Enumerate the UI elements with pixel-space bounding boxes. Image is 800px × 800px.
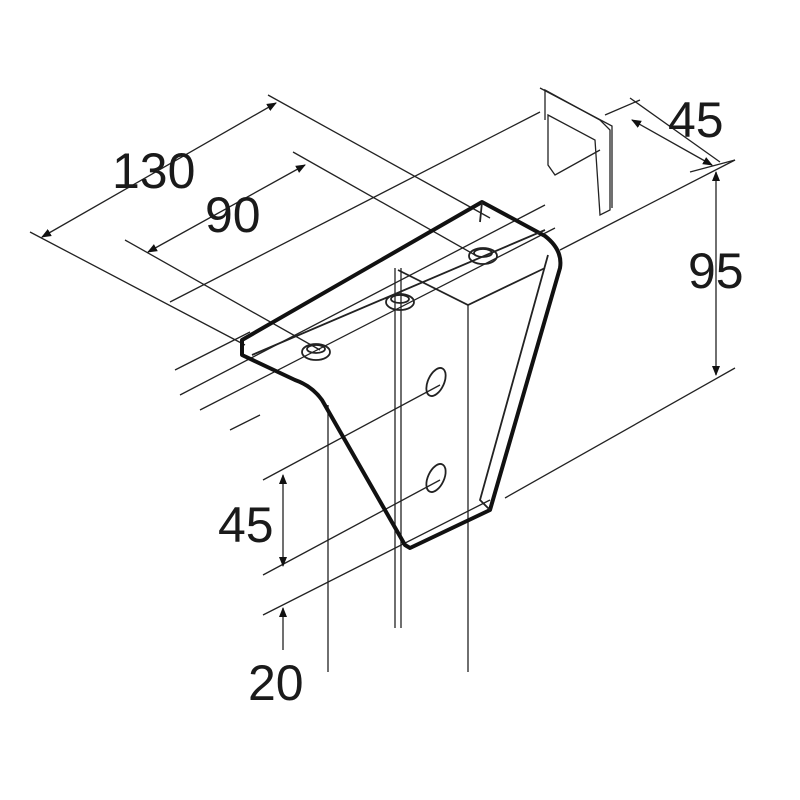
side-holes: [425, 367, 447, 493]
dimension-lines: [41, 102, 720, 650]
dim-20-label: 20: [248, 655, 304, 711]
top-holes: [301, 247, 498, 361]
extension-lines: [29, 94, 736, 672]
dim-95-label: 95: [688, 243, 744, 299]
dim-45-top-label: 45: [668, 92, 724, 148]
dim-130-label: 130: [112, 143, 195, 199]
bracket: [240, 200, 563, 550]
dim-90-label: 90: [205, 187, 261, 243]
dim-45-side-label: 45: [218, 497, 274, 553]
channel-outline: [169, 87, 736, 499]
